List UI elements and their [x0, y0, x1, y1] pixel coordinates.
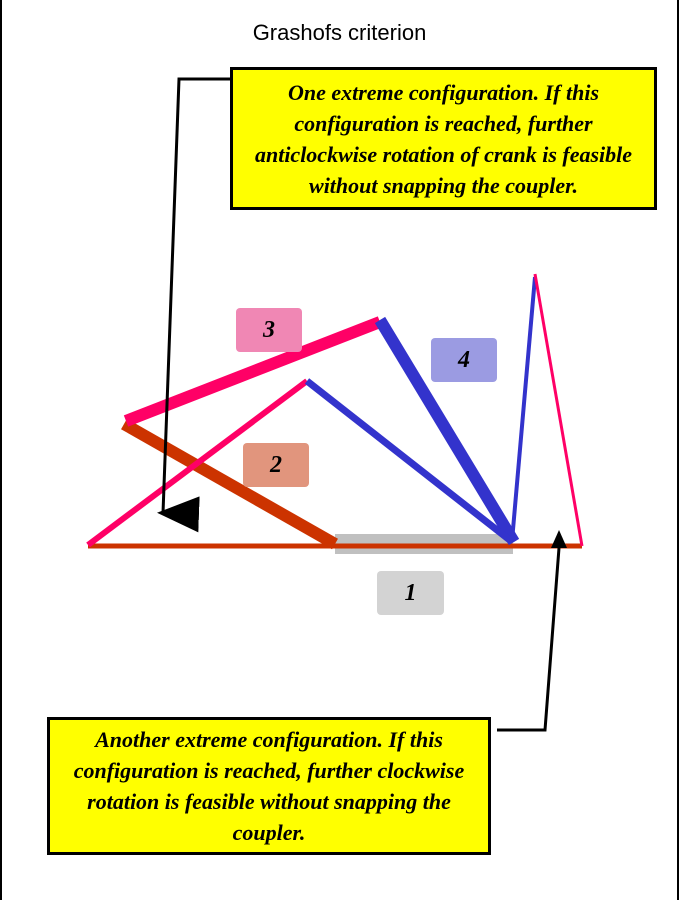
link-4-rocker-config-c: [510, 276, 537, 542]
link-2-crank-config-a: [121, 418, 338, 550]
link-3-coupler-config-c: [533, 273, 584, 547]
top-callout-text: One extreme configuration. If this confi…: [254, 79, 633, 198]
bottom-callout-text: Another extreme configuration. If this c…: [73, 727, 465, 845]
link-4-rocker-config-a: [374, 316, 520, 546]
bottom-callout-box: Another extreme configuration. If this c…: [47, 717, 491, 855]
link-4-rocker-config-b: [304, 378, 514, 544]
bottom-callout-arrow: [497, 547, 561, 732]
bottom-arrow-head: [551, 530, 567, 548]
frame-right-border: [677, 0, 679, 900]
top-callout-arrow: [157, 77, 230, 533]
link-3-label: 3: [236, 308, 302, 352]
link-4-label: 4: [431, 338, 497, 382]
link-3-coupler-config-b: [86, 378, 309, 548]
top-callout-box: One extreme configuration. If this confi…: [230, 67, 657, 210]
frame-left-border: [0, 0, 2, 900]
link-1-label: 1: [377, 571, 444, 615]
link-2-label: 2: [243, 443, 309, 487]
diagram-title: Grashofs criterion: [252, 20, 427, 45]
